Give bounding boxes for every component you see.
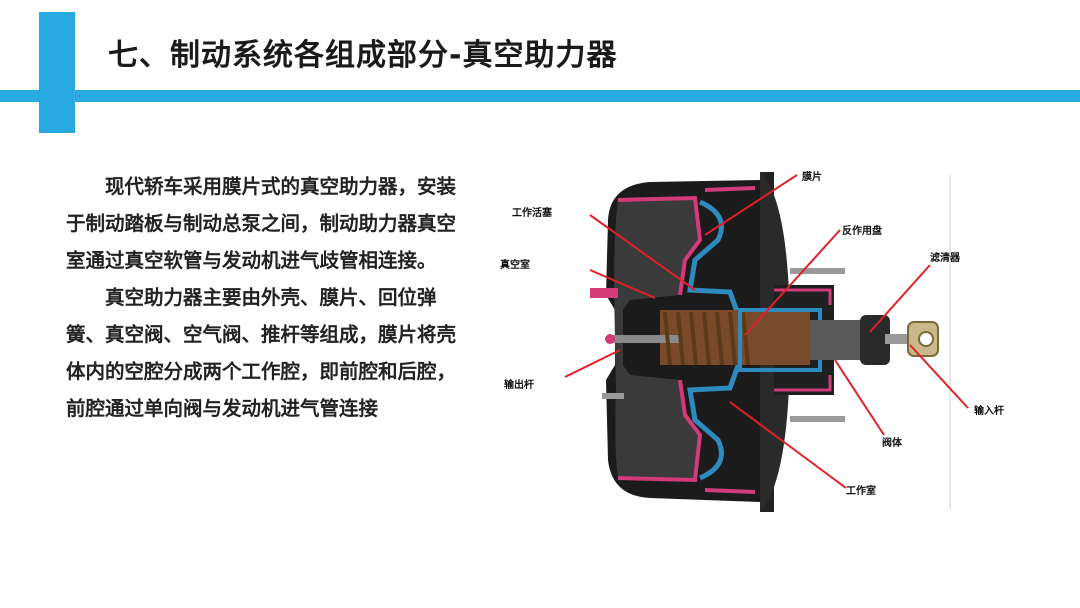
leader-working-chamber [729,401,847,489]
stud-front [602,393,624,399]
label-valve-body: 阀体 [882,436,903,449]
leader-input-rod [909,344,969,409]
label-diaphragm: 膜片 [802,170,822,183]
label-working-chamber: 工作室 [846,484,876,497]
leader-working-piston [589,214,696,291]
leader-diaphragm [704,174,798,236]
rear-section-outline [704,186,756,494]
label-filter: 滤清器 [930,251,961,264]
rear-housing-section [774,288,832,392]
stud-lower [790,416,845,422]
slide-title: 七、制动系统各组成部分-真空助力器 [108,38,618,73]
paragraph-intro: 现代轿车采用膜片式的真空助力器，安装于制动踏板与制动总泵之间，制动助力器真空室通… [66,175,457,272]
leader-valve-body [834,359,885,436]
paragraph-components: 真空助力器主要由外壳、膜片、回位弹簧、真空阀、空气阀、推杆等组成，膜片将壳体内的… [66,286,457,420]
filter-boot [860,315,890,365]
return-spring [663,311,750,366]
shell-section-outline [617,195,703,483]
leader-output-rod [564,349,621,378]
label-input-rod: 输入杆 [974,404,1004,417]
body-text: 现代轿车采用膜片式的真空助力器，安装于制动踏板与制动总泵之间，制动助力器真空室通… [66,168,456,427]
output-rod-tip [605,334,615,344]
label-reaction-disc: 反作用盘 [842,224,882,237]
front-cavity [614,198,700,480]
label-working-piston: 工作活塞 [512,206,553,219]
leader-vacuum-chamber [589,269,656,299]
leader-filter [869,264,931,333]
title-accent-vertical-bar [39,12,75,133]
stud-upper [790,268,845,274]
diaphragm-blue [687,199,743,481]
label-vacuum-chamber: 真空室 [500,258,530,271]
label-output-rod: 输出杆 [504,378,534,391]
output-rod [610,335,680,343]
input-rod [885,334,910,344]
diagram-canvas: 膜片 工作活塞 反作用盘 真空室 滤清器 输出杆 输入杆 阀体 工作室 [500,170,1004,512]
leader-reaction-disc [744,229,841,336]
vacuum-port [590,288,618,298]
clevis-hole [918,331,934,347]
leader-lines [564,174,969,489]
vacuum-booster-cutaway-diagram: 膜片 工作活塞 反作用盘 真空室 滤清器 输出杆 输入杆 阀体 工作室 [490,160,1030,520]
title-accent-horizontal-bar [0,90,1080,102]
